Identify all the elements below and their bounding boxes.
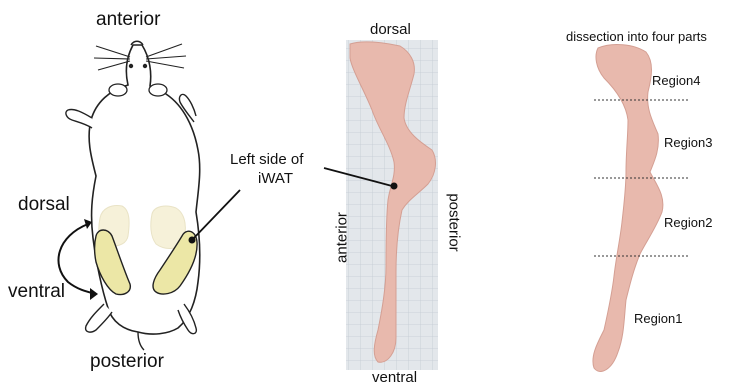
label-region1: Region1	[634, 312, 682, 325]
label-region2: Region2	[664, 216, 712, 229]
label-region4: Region4	[652, 74, 700, 87]
label-region3: Region3	[664, 136, 712, 149]
regions-title: dissection into four parts	[566, 30, 707, 43]
